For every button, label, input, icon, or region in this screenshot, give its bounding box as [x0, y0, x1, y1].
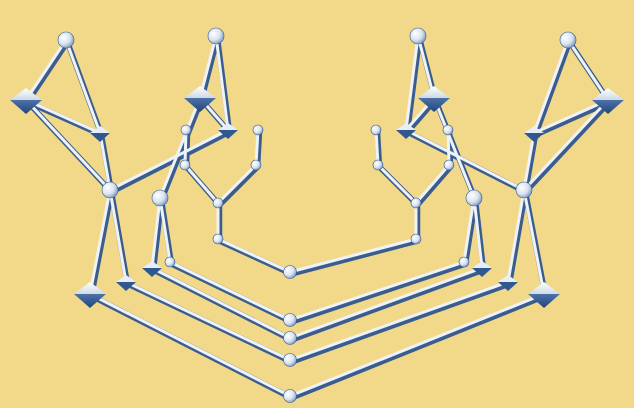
bond	[218, 239, 290, 272]
sphere-node	[213, 198, 223, 208]
sphere-node	[152, 190, 168, 206]
sphere-node	[253, 125, 263, 135]
sphere-node	[58, 32, 74, 48]
bond	[92, 192, 112, 296]
sphere-node	[165, 257, 175, 267]
bond	[110, 190, 126, 282]
diamond-node	[528, 282, 560, 308]
bond	[26, 100, 110, 190]
sphere-node	[459, 257, 469, 267]
sphere-node	[516, 182, 532, 198]
bond	[220, 167, 258, 205]
bond	[290, 239, 416, 272]
sphere-node	[284, 332, 297, 345]
sphere-node	[284, 314, 297, 327]
sphere-node	[443, 125, 453, 135]
sphere-node	[560, 32, 576, 48]
sphere-node	[284, 354, 297, 367]
bond	[185, 165, 218, 203]
sphere-node	[411, 198, 421, 208]
bond	[524, 100, 608, 190]
bond	[418, 167, 451, 205]
diamond-node	[418, 86, 450, 112]
sphere-node	[371, 125, 381, 135]
sphere-node	[466, 190, 482, 206]
sphere-node	[208, 28, 224, 44]
bond	[510, 192, 526, 284]
sphere-node	[284, 390, 297, 403]
sphere-node	[251, 160, 261, 170]
bond	[416, 165, 449, 203]
bond	[508, 190, 524, 282]
bond	[526, 102, 610, 192]
bond	[292, 264, 466, 322]
sphere-node	[181, 125, 191, 135]
sphere-node	[102, 182, 118, 198]
bonds	[26, 36, 608, 396]
bond	[28, 42, 68, 102]
diamond-node	[74, 282, 106, 308]
sphere-node	[411, 234, 421, 244]
sphere-node	[213, 234, 223, 244]
bond	[126, 282, 290, 360]
sphere-node	[373, 160, 383, 170]
sphere-node	[410, 28, 426, 44]
bond	[292, 241, 418, 274]
bond	[218, 165, 256, 203]
sphere-node	[444, 160, 454, 170]
bond	[90, 190, 110, 294]
bond	[26, 40, 66, 100]
sphere-node	[284, 266, 297, 279]
bond	[568, 40, 608, 100]
bond	[524, 190, 544, 294]
sphere-node	[180, 160, 190, 170]
bond	[378, 165, 416, 203]
